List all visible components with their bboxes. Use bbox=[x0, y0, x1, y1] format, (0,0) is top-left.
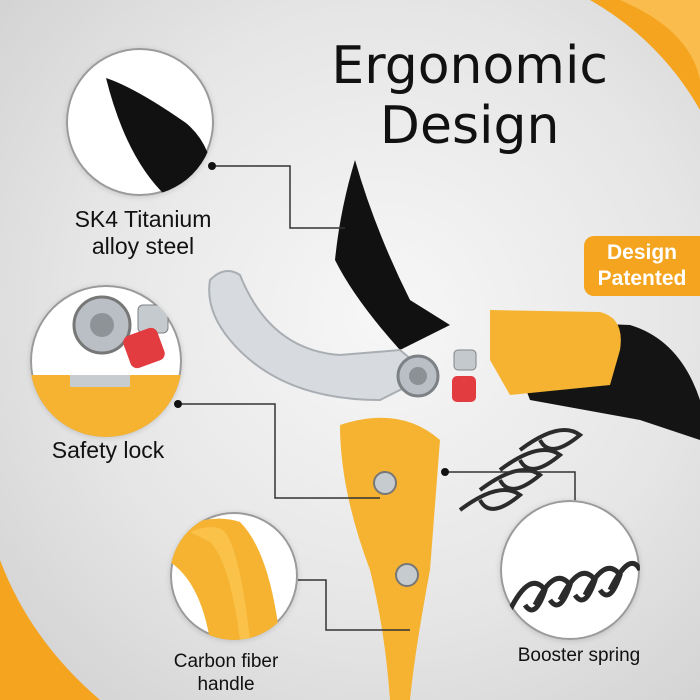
pruning-shears-image bbox=[208, 160, 700, 700]
lock-icon bbox=[30, 295, 182, 437]
spring-feature-label: Booster spring bbox=[517, 645, 641, 666]
handle-icon bbox=[170, 518, 280, 640]
handle-label-line-2: handle bbox=[197, 674, 255, 695]
design-patented-badge: Design Patented bbox=[584, 236, 700, 296]
badge-line-2: Patented bbox=[597, 267, 687, 290]
lock-feature-label: Safety lock bbox=[51, 437, 165, 463]
lock-detail-circle bbox=[30, 285, 182, 437]
spring-icon bbox=[507, 560, 640, 613]
blade-label-line-1: SK4 Titanium bbox=[74, 206, 212, 232]
page-title: Ergonomic Design bbox=[331, 36, 608, 156]
title-line-2: Design bbox=[379, 96, 560, 156]
blade-icon bbox=[106, 78, 214, 196]
blade-label-line-2: alloy steel bbox=[91, 233, 195, 259]
badge-line-1: Design bbox=[606, 241, 677, 264]
blade-detail-circle bbox=[66, 48, 214, 196]
blade-feature-label: SK4 Titanium alloy steel bbox=[58, 206, 228, 260]
spring-detail-circle bbox=[500, 500, 640, 640]
handle-label-line-1: Carbon fiber bbox=[173, 651, 279, 672]
title-line-1: Ergonomic bbox=[331, 36, 608, 96]
handle-detail-circle bbox=[170, 512, 298, 640]
handle-feature-label: Carbon fiber handle bbox=[156, 650, 296, 696]
